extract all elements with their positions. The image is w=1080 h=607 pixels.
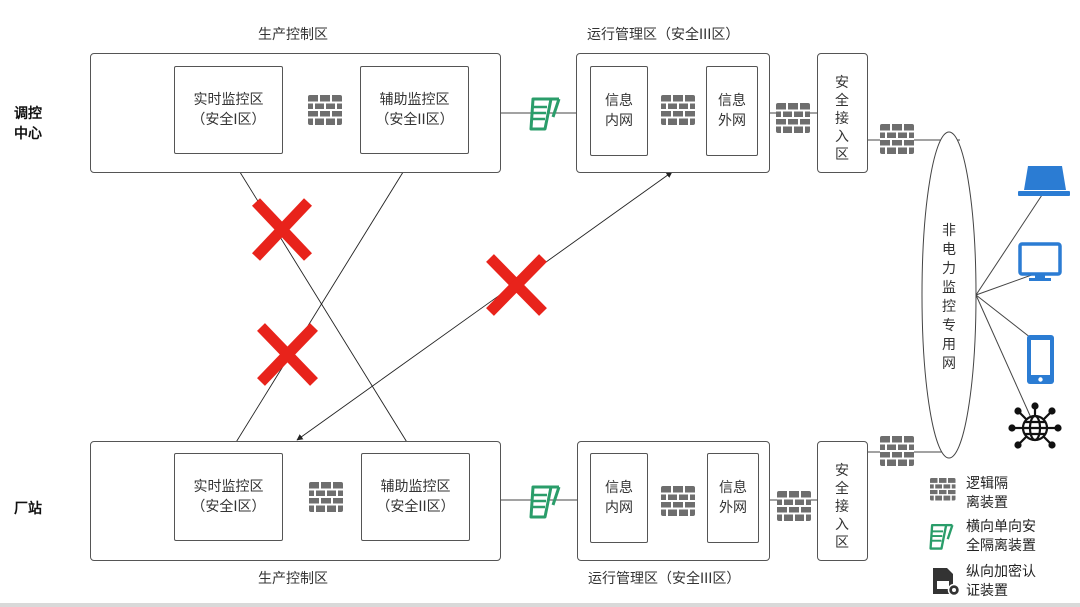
- row-label-plant-station: 厂站: [14, 501, 42, 517]
- bottom-realtime-zone: 实时监控区 （安全I区）: [174, 453, 283, 541]
- bottom-auxiliary-zone: 辅助监控区 （安全II区）: [361, 453, 470, 541]
- top-production-title: 生产控制区: [258, 27, 328, 43]
- bottom-access-zone: [817, 441, 868, 561]
- bottom-outer-net: 信息 外网: [707, 453, 759, 543]
- bottom-inner-net: 信息 内网: [590, 453, 648, 543]
- bottom-production-title: 生产控制区: [258, 571, 328, 587]
- bottom-ops-title: 运行管理区（安全III区）: [588, 571, 741, 587]
- top-realtime-zone: 实时监控区 （安全I区）: [174, 66, 283, 154]
- top-auxiliary-zone: 辅助监控区 （安全II区）: [360, 66, 469, 154]
- legend-auth-label: 纵向加密认 证装置: [966, 564, 1036, 599]
- bottom-border: [0, 603, 1080, 607]
- top-access-label: 安全接入区: [835, 75, 849, 163]
- legend-logic-label: 逻辑隔 离装置: [966, 476, 1008, 511]
- top-inner-net: 信息 内网: [590, 66, 648, 156]
- link-top-ops-to-bottom-prod: [296, 171, 673, 441]
- top-access-zone: [817, 53, 868, 173]
- legend-oneway-label: 横向单向安 全隔离装置: [966, 519, 1036, 554]
- top-outer-net: 信息 外网: [706, 66, 758, 156]
- bottom-access-label: 安全接入区: [835, 463, 849, 551]
- network-label: 非电力监控专用网: [942, 223, 956, 372]
- row-label-control-center: 调控 中心: [14, 106, 42, 142]
- top-ops-title: 运行管理区（安全III区）: [587, 27, 740, 43]
